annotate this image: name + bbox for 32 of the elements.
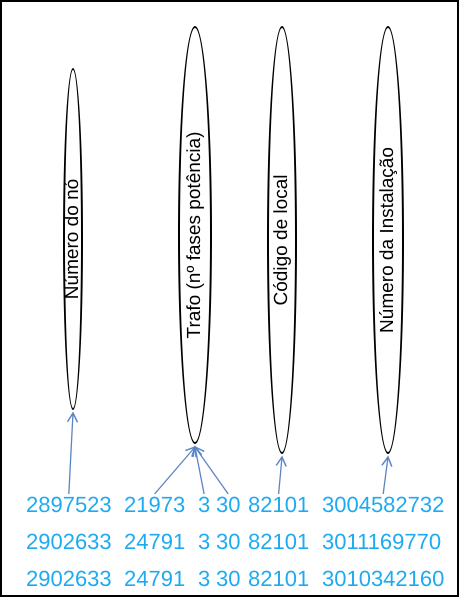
data-value: 30 [216, 492, 240, 518]
data-value: 2897523 [26, 492, 112, 518]
data-value: 3 [198, 492, 210, 518]
data-value: 24791 [124, 529, 186, 555]
arrow [275, 456, 287, 494]
data-value: 3 [198, 566, 210, 592]
arrow [191, 446, 205, 494]
field-ellipse [178, 26, 212, 444]
arrow [194, 446, 229, 494]
data-value: 3011169770 [322, 529, 442, 555]
data-value: 2902633 [26, 566, 112, 592]
field-ellipse [267, 26, 297, 454]
data-value: 82101 [248, 529, 310, 555]
arrow [381, 456, 393, 494]
field-name: Número do nó [62, 178, 84, 300]
data-value: 3010342160 [322, 566, 444, 592]
data-value: 21973 [124, 492, 186, 518]
arrow [66, 412, 78, 494]
field-ellipse [63, 68, 83, 410]
data-value: 30 [216, 529, 240, 555]
data-value: 30 [216, 566, 240, 592]
field-name: Trafo (nº fases potência) [184, 132, 206, 338]
data-value: 3 [198, 529, 210, 555]
field-name: Código de local [271, 174, 293, 306]
data-value: 3004582732 [322, 492, 444, 518]
field-name: Número da Instalação [377, 147, 399, 333]
field-ellipse [372, 26, 404, 454]
data-value: 24791 [124, 566, 186, 592]
data-value: 82101 [248, 492, 310, 518]
data-value: 2902633 [26, 529, 112, 555]
arrow [154, 446, 196, 494]
data-value: 82101 [248, 566, 310, 592]
